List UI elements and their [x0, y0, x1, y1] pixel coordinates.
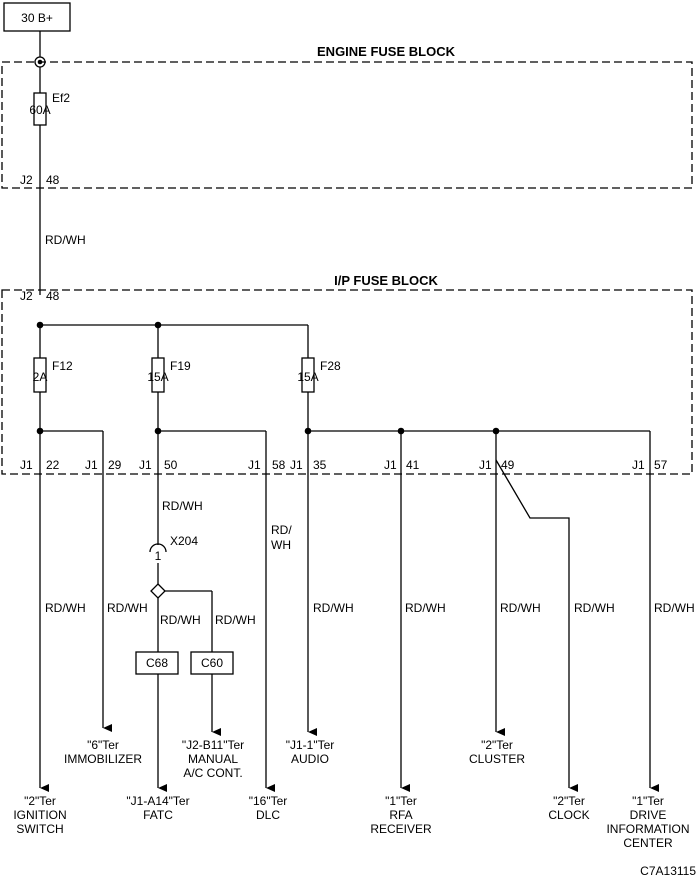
pin-num: 50 [164, 458, 178, 472]
terminal-cluster: "2"Ter CLUSTER [469, 738, 525, 766]
terminal-audio-line: AUDIO [291, 752, 329, 766]
connector-c68 [135, 651, 179, 675]
fuse-ef2-name: Ef2 [52, 91, 70, 105]
pin-num: 29 [108, 458, 122, 472]
terminal-clock-line: CLOCK [548, 808, 589, 822]
terminal-manual-ac-line: MANUAL [188, 752, 238, 766]
terminal-ignition-line: IGNITION [13, 808, 66, 822]
terminal-dlc: "16"Ter DLC [249, 794, 288, 822]
splice-x204 [149, 543, 167, 553]
terminal-ignition: "2"Ter IGNITION SWITCH [13, 794, 66, 836]
main-wire-label: RD/WH [45, 233, 86, 247]
terminal-audio: "J1-1"Ter AUDIO [286, 738, 335, 766]
wire-label-manual: RD/WH [215, 613, 256, 627]
wire-label-22: RD/WH [45, 601, 86, 615]
wire-label-35: RD/WH [313, 601, 354, 615]
pin-conn: J1 [479, 458, 492, 472]
fuse-f12-rating: 2A [33, 370, 48, 384]
terminal-audio-line: "J1-1"Ter [286, 738, 335, 752]
terminal-manual-ac-line: A/C CONT. [183, 766, 242, 780]
wire-label-58-line1: RD/ [271, 523, 292, 537]
connector-c68-label: C68 [146, 656, 168, 670]
ip-pin-in: 48 [46, 289, 60, 303]
fuse-f28-rating: 15A [297, 370, 318, 384]
terminal-dlc-line: "16"Ter [249, 794, 288, 808]
ip-connector-in: J2 [20, 289, 33, 303]
splice-x204-pin: 1 [155, 549, 162, 563]
source-label: 30 B+ [21, 11, 53, 25]
fuse-f19-name: F19 [170, 359, 191, 373]
engine-fuse-block-title: ENGINE FUSE BLOCK [317, 44, 456, 59]
ip-fuse-block-title: I/P FUSE BLOCK [334, 273, 438, 288]
pin-num: 49 [501, 458, 515, 472]
pin-num: 58 [272, 458, 286, 472]
engine-connector: J2 [20, 173, 33, 187]
pin-labels: J1 22 J1 29 J1 50 J1 58 J1 35 J1 41 J1 4… [20, 458, 668, 472]
terminal-dic: "1"Ter DRIVE INFORMATION CENTER [606, 794, 689, 850]
terminal-clock-line: "2"Ter [553, 794, 585, 808]
connector-c60-label: C60 [201, 656, 223, 670]
engine-fuse-block [1, 61, 693, 189]
wire-clock [495, 459, 578, 792]
wire-label-50: RD/WH [162, 499, 203, 513]
terminal-dic-line: DRIVE [630, 808, 667, 822]
terminal-ignition-line: SWITCH [16, 822, 63, 836]
terminal-immobilizer-line: IMMOBILIZER [64, 752, 142, 766]
pin-conn: J1 [290, 458, 303, 472]
terminal-ignition-line: "2"Ter [24, 794, 56, 808]
fuse-ef2-rating: 60A [29, 103, 50, 117]
pin-num: 22 [46, 458, 60, 472]
engine-pin: 48 [46, 173, 60, 187]
terminal-rfa-line: RECEIVER [370, 822, 432, 836]
pin-conn: J1 [85, 458, 98, 472]
wire-label-49: RD/WH [500, 601, 541, 615]
terminal-fatc-line: FATC [143, 808, 173, 822]
figure-code: C7A13115 [640, 864, 696, 878]
pin-conn: J1 [384, 458, 397, 472]
terminal-cluster-line: CLUSTER [469, 752, 525, 766]
pin-conn: J1 [20, 458, 33, 472]
terminal-cluster-line: "2"Ter [481, 738, 513, 752]
wire-label-58-line2: WH [271, 538, 291, 552]
pin-conn: J1 [632, 458, 645, 472]
terminal-manual-ac: "J2-B11"Ter MANUAL A/C CONT. [182, 738, 244, 780]
terminal-dlc-line: DLC [256, 808, 280, 822]
terminal-fatc-line: "J1-A14"Ter [126, 794, 189, 808]
terminal-immobilizer: "6"Ter IMMOBILIZER [64, 738, 142, 766]
fuse-f12-name: F12 [52, 359, 73, 373]
fuse-f19-rating: 15A [147, 370, 168, 384]
terminal-rfa-line: "1"Ter [385, 794, 417, 808]
wire-label-49b: RD/WH [574, 601, 615, 615]
splice-x204-name: X204 [170, 534, 198, 548]
wire-label-41: RD/WH [405, 601, 446, 615]
terminal-rfa: "1"Ter RFA RECEIVER [370, 794, 432, 836]
pin-num: 57 [654, 458, 668, 472]
terminal-dic-line: CENTER [623, 836, 673, 850]
wire-label-29: RD/WH [107, 601, 148, 615]
fuse-f28-name: F28 [320, 359, 341, 373]
terminal-immobilizer-line: "6"Ter [87, 738, 119, 752]
pin-num: 35 [313, 458, 327, 472]
pin-conn: J1 [139, 458, 152, 472]
terminal-manual-ac-line: "J2-B11"Ter [182, 738, 244, 752]
terminal-dic-line: "1"Ter [632, 794, 664, 808]
ip-fuse-block [1, 289, 693, 475]
pin-conn: J1 [248, 458, 261, 472]
wire-label-57: RD/WH [654, 601, 695, 615]
source-box [3, 2, 71, 32]
wire-label-fatc: RD/WH [160, 613, 201, 627]
splice-diamond [150, 583, 166, 599]
terminal-dic-line: INFORMATION [606, 822, 689, 836]
terminal-clock: "2"Ter CLOCK [548, 794, 589, 822]
terminal-rfa-line: RFA [389, 808, 412, 822]
pin-num: 41 [406, 458, 420, 472]
terminal-fatc: "J1-A14"Ter FATC [126, 794, 189, 822]
